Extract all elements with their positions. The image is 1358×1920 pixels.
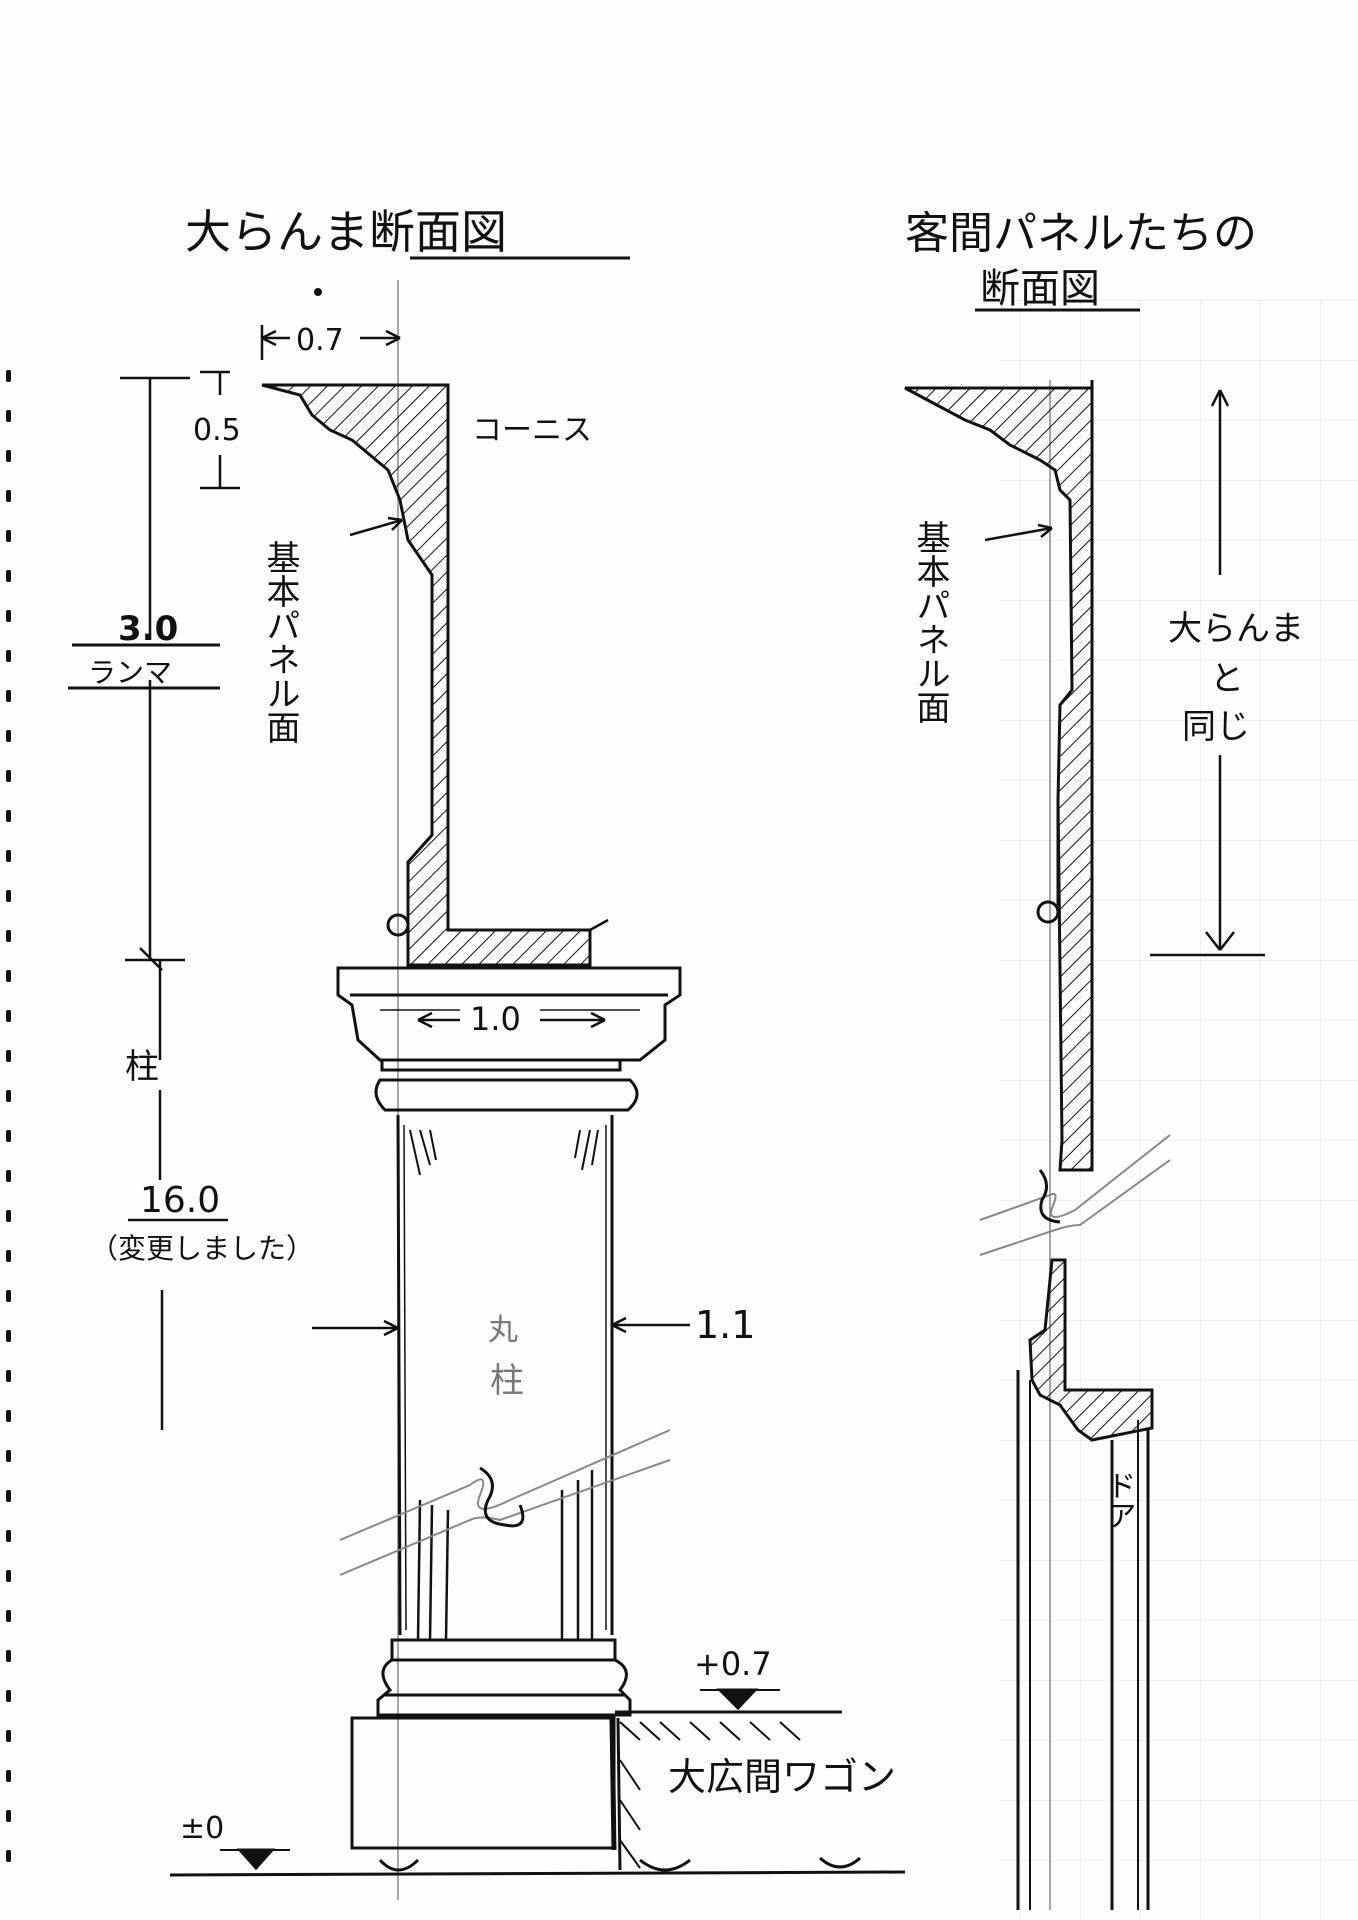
grid-paper	[1000, 300, 1358, 1920]
floor-level-label: +0.7	[694, 1645, 772, 1683]
column-break-mark	[339, 1429, 671, 1576]
arrow-base-panel-left	[349, 518, 403, 537]
label-same-as-3: 同じ	[1182, 707, 1250, 747]
column-flutes-bottom	[416, 1470, 594, 1641]
right-lower-profile	[1028, 1258, 1154, 1442]
column-base	[350, 1638, 632, 1851]
label-round-column-2: 柱	[490, 1361, 524, 1401]
label-round-column-1: 丸	[488, 1313, 518, 1348]
right-break-mark	[979, 1134, 1171, 1256]
column-capital	[336, 966, 682, 1112]
dim-column-width-label: 1.1	[695, 1303, 755, 1347]
label-cornice: コーニス	[472, 413, 592, 448]
dim-top-height	[120, 370, 240, 490]
ground-level-label: ±0	[180, 1811, 224, 1846]
left-bead-molding	[386, 913, 410, 937]
svg-text:基本パネル面: 基本パネル面	[910, 520, 950, 724]
right-title-line1: 客間パネルたちの	[905, 208, 1257, 259]
right-door-frame	[1016, 1370, 1150, 1910]
left-cornice-profile	[261, 383, 592, 967]
left-title: 大らんま断面図	[185, 205, 507, 259]
right-bead-molding	[1036, 900, 1060, 924]
label-base-panel-right: 基本パネル面	[910, 520, 950, 724]
right-title-line2: 断面図	[980, 266, 1100, 312]
svg-text:基本パネル面: 基本パネル面	[260, 540, 300, 744]
column-shaft	[396, 1114, 614, 1636]
dim-pillar-label: 柱	[125, 1047, 159, 1087]
label-door: ドア	[1101, 1470, 1136, 1530]
dim-top-height-label: 0.5	[193, 413, 241, 448]
label-same-as-2: と	[1210, 659, 1244, 699]
label-same-as-1: 大らんま	[1168, 609, 1304, 649]
right-panel-profile	[904, 386, 1094, 1172]
dim-ranma-label: ランマ	[88, 656, 172, 689]
dim-pillar-note: （変更しました）	[90, 1232, 314, 1265]
column-flutes-top	[409, 1129, 599, 1176]
right-break-squiggle	[1038, 1169, 1061, 1224]
arrow-base-panel-right	[984, 526, 1053, 542]
dim-same-as	[1150, 389, 1265, 957]
dim-column-width	[312, 1316, 690, 1337]
dim-pillar-value: 16.0	[140, 1180, 220, 1221]
dim-capital-label: 1.0	[470, 1000, 521, 1038]
floor-hatching	[619, 1721, 801, 1869]
label-wagon: 大広間ワゴン	[668, 1755, 896, 1799]
floor-level-marker	[615, 1688, 842, 1714]
binding-holes	[6, 370, 11, 1862]
ground-level-marker	[169, 1848, 906, 1877]
dot-mark	[314, 288, 322, 296]
dim-top-width-label: 0.7	[296, 323, 344, 358]
dim-capital-bg	[460, 998, 540, 1032]
dim-vertical-left	[125, 378, 185, 1430]
left-ledge-tick	[589, 918, 609, 932]
column-break-squiggle	[479, 1466, 525, 1528]
dim-ranma-value: 3.0	[118, 609, 178, 649]
label-base-panel-left: 基本パネル面	[260, 540, 300, 744]
floor-step-edge	[616, 1717, 622, 1871]
dim-top-width-bg	[290, 318, 360, 354]
